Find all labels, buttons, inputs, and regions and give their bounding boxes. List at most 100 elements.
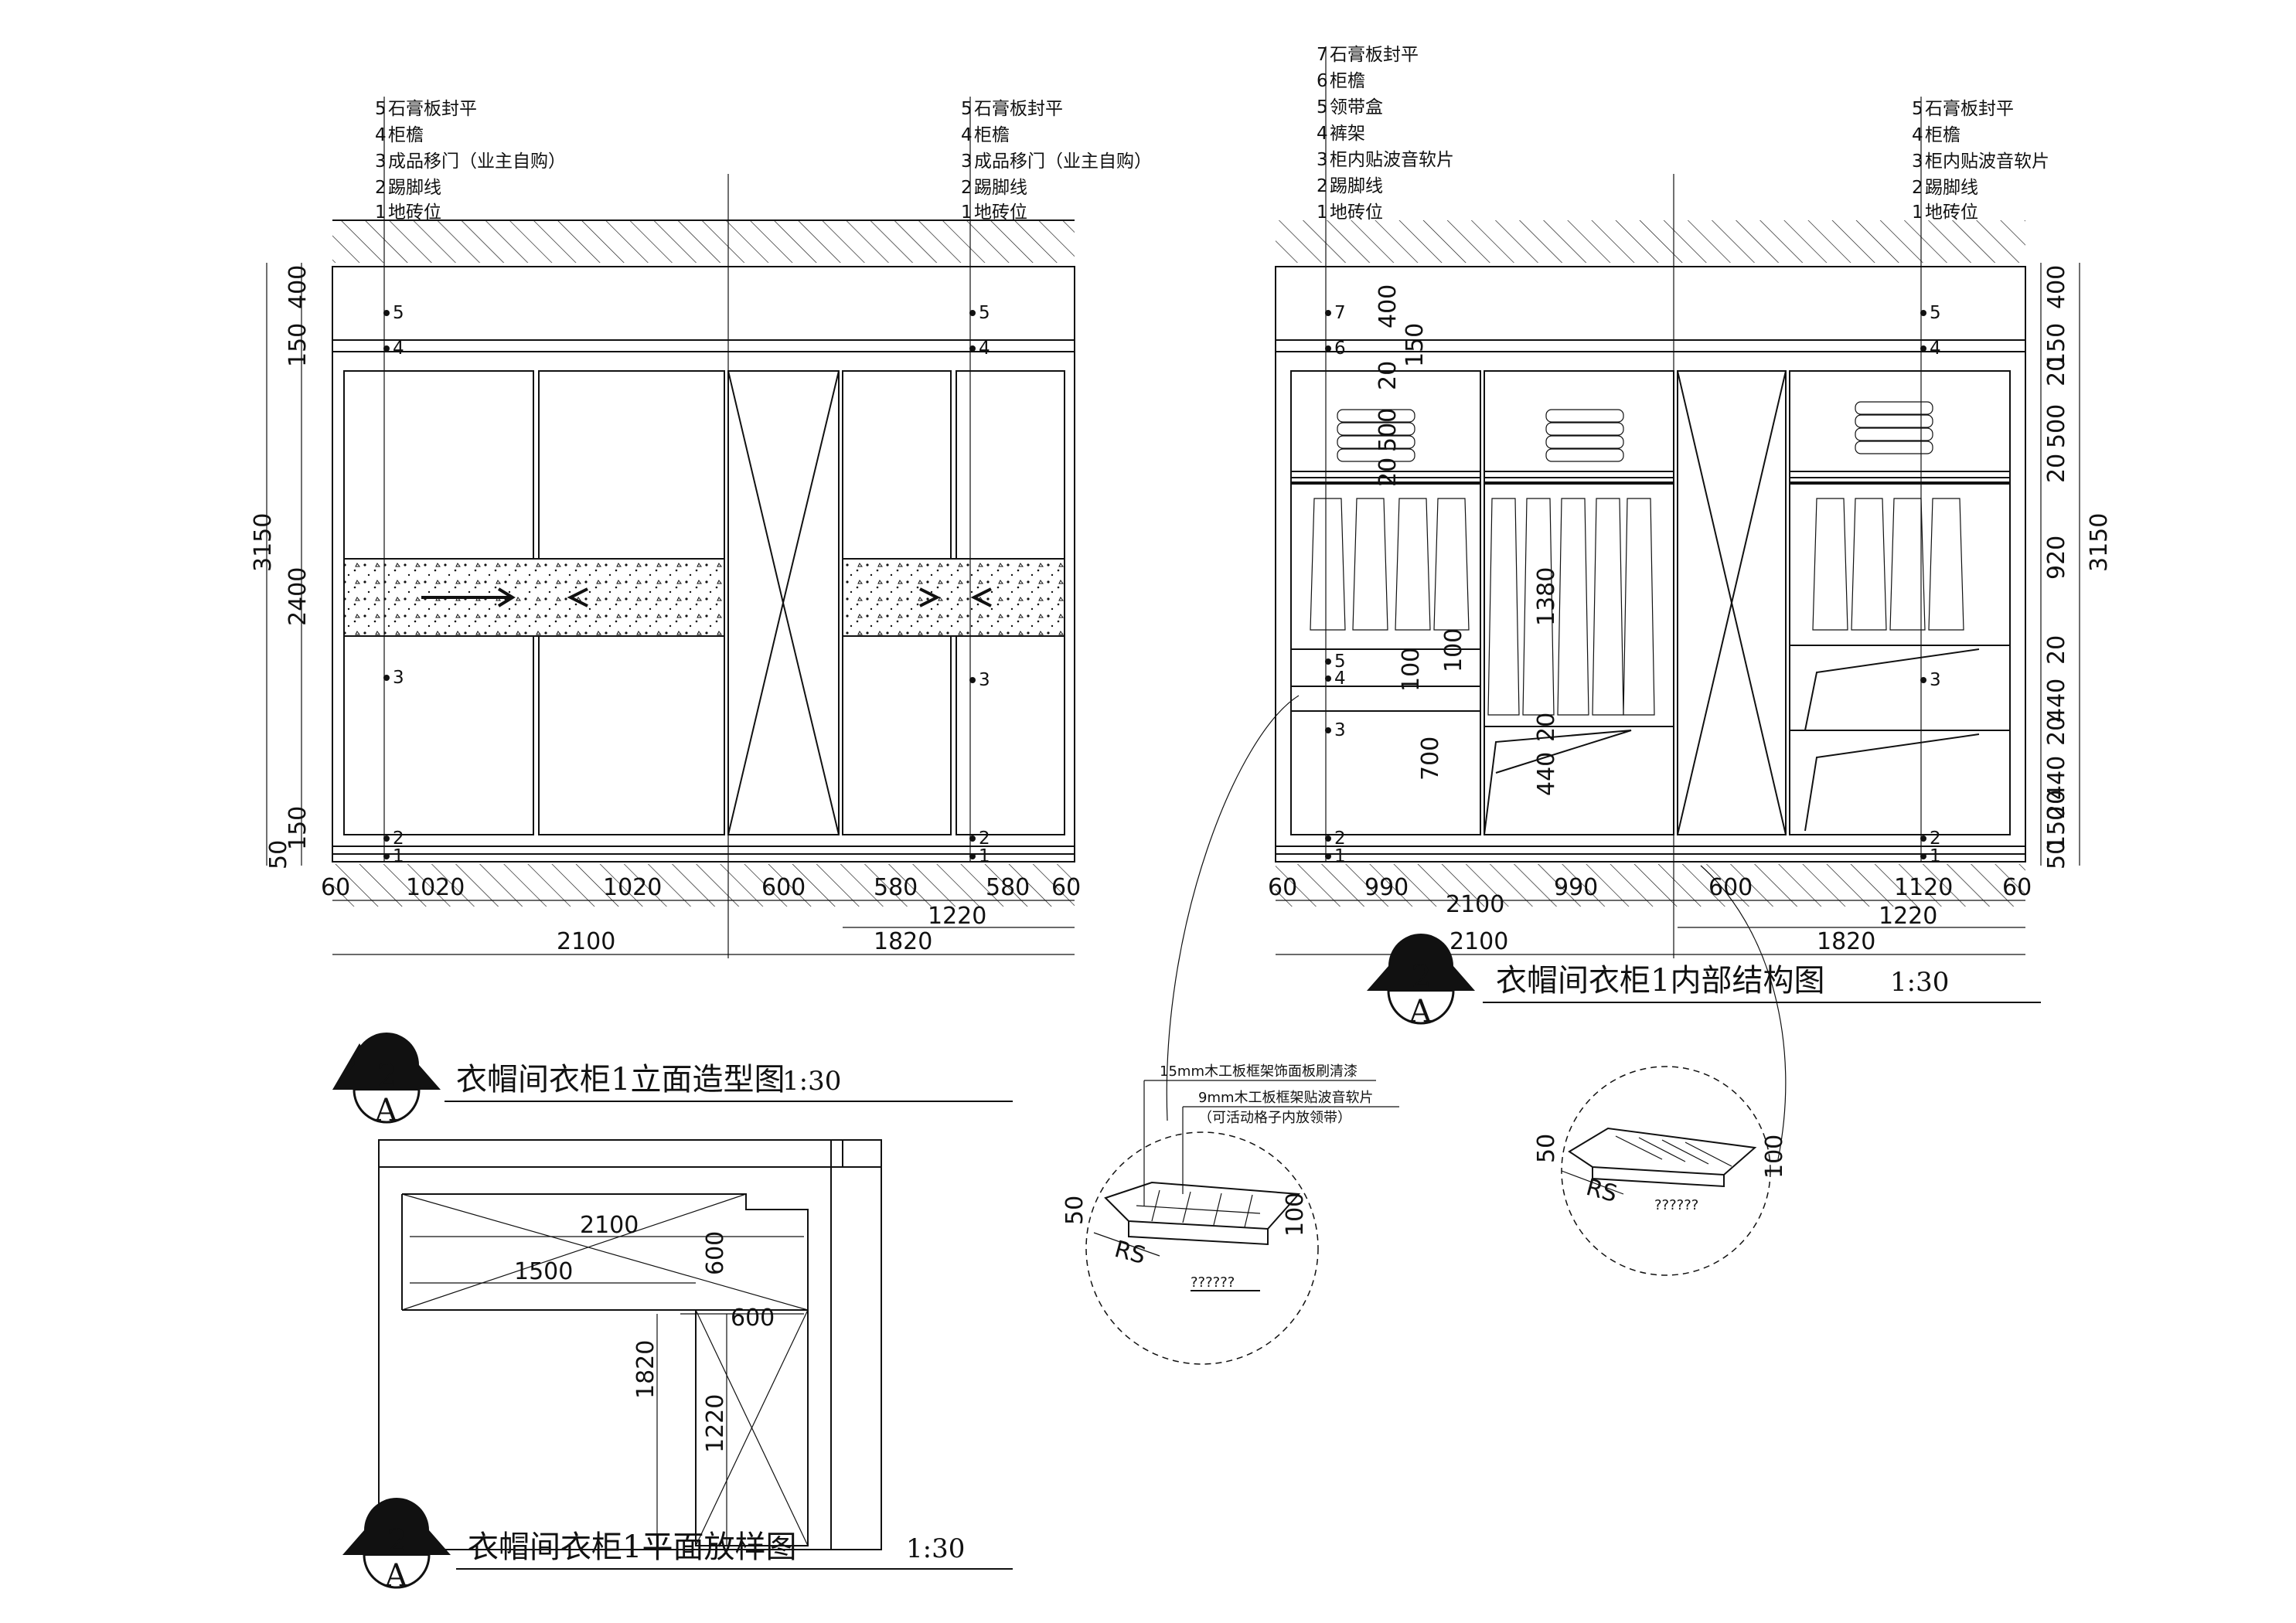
svg-text:3150: 3150: [250, 513, 277, 572]
svg-text:地砖位: 地砖位: [388, 202, 441, 223]
svg-text:580: 580: [874, 874, 918, 901]
svg-text:100: 100: [1282, 1193, 1309, 1237]
svg-text:3: 3: [961, 151, 973, 172]
svg-text:1220: 1220: [928, 903, 986, 930]
svg-text:1220: 1220: [1879, 903, 1937, 930]
svg-text:60: 60: [1051, 874, 1081, 901]
elevation-title: 衣帽间衣柜1立面造型图: [456, 1062, 785, 1097]
svg-text:50: 50: [265, 840, 292, 869]
svg-text:20: 20: [2043, 454, 2070, 483]
detail1-note3: （可活动格子内放领带）: [1198, 1110, 1351, 1126]
svg-text:1820: 1820: [874, 928, 932, 955]
svg-text:20: 20: [1375, 458, 1402, 487]
svg-text:2: 2: [1334, 829, 1346, 849]
svg-text:150: 150: [284, 323, 312, 367]
detail-tie-box: 15mm木工板框架饰面板刷清漆 9mm木工板框架贴波音软片 （可活动格子内放领带…: [1061, 1063, 1399, 1365]
svg-text:地砖位: 地砖位: [974, 202, 1027, 223]
svg-text:7: 7: [1334, 303, 1346, 323]
svg-text:1500: 1500: [514, 1258, 573, 1285]
svg-text:A: A: [1409, 994, 1432, 1029]
svg-text:RS: RS: [1112, 1236, 1149, 1270]
svg-text:2: 2: [377, 1058, 397, 1094]
svg-text:5: 5: [961, 99, 973, 119]
svg-text:1: 1: [1317, 202, 1328, 223]
svg-text:400: 400: [284, 265, 312, 309]
svg-text:3: 3: [1912, 151, 1923, 172]
svg-text:成品移门（业主自购）: 成品移门（业主自购）: [974, 151, 1152, 172]
ceiling-hatch: [332, 220, 1075, 263]
svg-text:20: 20: [2043, 790, 2070, 819]
svg-text:440: 440: [2043, 756, 2070, 800]
svg-text:60: 60: [321, 874, 350, 901]
interior-inner-dims: 400 150 20 500 20 100 100 700 1380 20 44…: [1375, 284, 1560, 796]
interior-markers: 7 6 5 4 3 2 1 5 4 3 2 1: [1325, 303, 1941, 866]
svg-text:A: A: [374, 1093, 398, 1128]
svg-text:6: 6: [1334, 339, 1346, 359]
svg-text:150: 150: [2043, 806, 2070, 850]
svg-text:4: 4: [1334, 669, 1346, 689]
svg-text:3: 3: [393, 668, 404, 688]
elevation-left-labels: 5 石膏板封平 4 柜檐 3 成品移门（业主自购） 2 踢脚线 1 地砖位: [375, 99, 566, 223]
svg-text:2: 2: [387, 1523, 407, 1559]
detail1-note1: 15mm木工板框架饰面板刷清漆: [1160, 1063, 1358, 1080]
svg-text:440: 440: [1533, 752, 1560, 796]
svg-text:920: 920: [2043, 536, 2070, 580]
svg-text:20: 20: [2043, 635, 2070, 665]
svg-text:1820: 1820: [632, 1340, 659, 1399]
svg-text:踢脚线: 踢脚线: [974, 178, 1027, 198]
svg-text:500: 500: [1375, 408, 1402, 452]
svg-text:??????: ??????: [1654, 1197, 1698, 1213]
svg-text:500: 500: [2043, 404, 2070, 448]
svg-text:150: 150: [1402, 323, 1429, 367]
svg-text:柜内贴波音软片: 柜内贴波音软片: [1330, 150, 1454, 170]
svg-text:700: 700: [1417, 737, 1444, 781]
svg-text:150: 150: [284, 806, 312, 850]
plan-scale: 1:30: [906, 1533, 965, 1564]
svg-text:踢脚线: 踢脚线: [1330, 176, 1383, 196]
svg-text:100: 100: [1440, 628, 1467, 672]
svg-text:石膏板封平: 石膏板封平: [388, 99, 477, 119]
interior-title: 衣帽间衣柜1内部结构图: [1496, 963, 1824, 999]
svg-text:7: 7: [1317, 45, 1328, 65]
svg-text:2100: 2100: [1446, 891, 1504, 918]
svg-text:2100: 2100: [1449, 928, 1508, 955]
svg-text:1120: 1120: [1894, 874, 1953, 901]
svg-text:2100: 2100: [580, 1212, 639, 1239]
hanging-garments-2: [1487, 498, 1655, 716]
svg-text:5: 5: [1912, 99, 1923, 119]
svg-text:柜檐: 柜檐: [1330, 71, 1365, 91]
interior-scale: 1:30: [1890, 967, 1949, 998]
svg-text:成品移门（业主自购）: 成品移门（业主自购）: [388, 151, 566, 172]
plan-title: 衣帽间衣柜1平面放样图: [468, 1529, 796, 1565]
svg-text:2: 2: [1912, 178, 1923, 198]
plan-drawing: 2100 1500 600 600 1820 1220 2 A 衣帽间衣柜1平面…: [342, 1139, 1013, 1594]
plan-title-block: 2 A 衣帽间衣柜1平面放样图 1:30: [342, 1498, 1013, 1594]
svg-text:580: 580: [986, 874, 1030, 901]
svg-text:4: 4: [979, 339, 990, 359]
svg-text:5: 5: [1317, 97, 1328, 117]
svg-text:3: 3: [1930, 670, 1941, 690]
svg-text:1: 1: [1334, 846, 1346, 866]
svg-text:??????: ??????: [1191, 1274, 1235, 1291]
svg-text:400: 400: [2043, 265, 2070, 309]
svg-text:1380: 1380: [1533, 567, 1560, 626]
svg-text:1020: 1020: [406, 874, 465, 901]
svg-text:柜内贴波音软片: 柜内贴波音软片: [1925, 151, 2049, 172]
hanging-garments-3: [1812, 498, 1964, 631]
svg-text:5: 5: [393, 303, 404, 323]
svg-text:600: 600: [761, 874, 806, 901]
svg-text:4: 4: [393, 339, 404, 359]
svg-text:柜檐: 柜檐: [974, 125, 1010, 145]
cabinet-outline: [332, 266, 1075, 863]
svg-text:领带盒: 领带盒: [1330, 97, 1383, 117]
svg-text:3: 3: [375, 151, 387, 172]
svg-text:400: 400: [1375, 284, 1402, 328]
folded-clothes-stack-1: [1337, 409, 1415, 462]
svg-text:1: 1: [375, 202, 387, 223]
svg-text:2: 2: [1930, 829, 1941, 849]
svg-text:1220: 1220: [702, 1394, 729, 1453]
